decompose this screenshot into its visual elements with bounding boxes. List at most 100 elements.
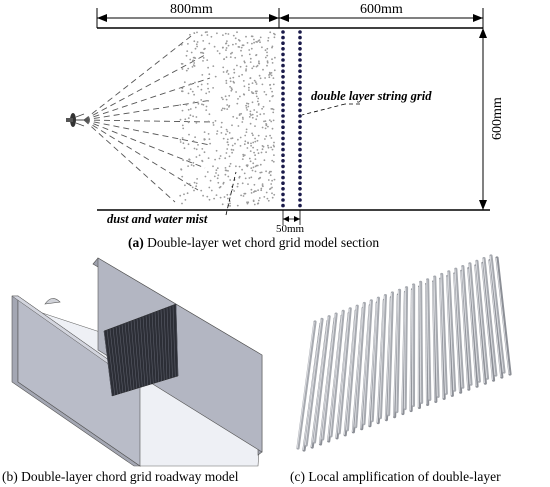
mist-particle xyxy=(226,104,229,106)
grid-string-dot xyxy=(298,75,302,79)
grid-rod xyxy=(378,294,387,420)
mist-particle xyxy=(249,122,252,125)
mist-particle xyxy=(267,37,270,39)
mist-particle xyxy=(238,176,241,179)
mist-particle xyxy=(248,49,251,51)
mist-particle xyxy=(245,69,247,72)
mist-particle xyxy=(205,105,208,108)
mist-particle xyxy=(266,61,269,64)
arrowhead xyxy=(269,14,279,22)
mist-particle xyxy=(239,145,242,147)
mist-particle xyxy=(225,56,228,59)
mist-particle xyxy=(227,33,230,35)
grid-rod xyxy=(474,264,487,385)
mist-particle xyxy=(200,189,203,192)
mist-particle xyxy=(181,109,184,112)
mist-particle xyxy=(242,155,245,158)
mist-particle xyxy=(249,77,252,80)
mist-particle xyxy=(252,166,255,169)
mist-particle xyxy=(241,121,244,123)
mist-particle xyxy=(252,200,255,203)
panel-b-roadway-model: (b) Double-layer chord grid roadway mode… xyxy=(2,257,263,484)
mist-particle xyxy=(213,175,216,178)
mist-particle xyxy=(237,182,239,185)
mist-particle xyxy=(254,158,257,161)
mist-particle xyxy=(262,105,265,108)
mist-particle xyxy=(245,104,248,107)
mist-particle xyxy=(236,31,238,34)
mist-particle xyxy=(257,97,260,100)
mist-particle xyxy=(208,42,211,45)
mist-particle xyxy=(266,64,268,67)
mist-particle xyxy=(201,148,204,150)
grid-rod xyxy=(296,320,317,450)
mist-particle xyxy=(194,81,196,84)
mist-particle xyxy=(216,130,219,133)
mist-particle xyxy=(202,194,205,197)
mist-particle xyxy=(274,56,276,59)
chord-grid-line xyxy=(121,324,129,392)
mist-particle xyxy=(227,44,230,47)
grid-rod xyxy=(395,288,402,414)
mist-particle xyxy=(181,175,184,178)
mist-particle xyxy=(256,149,259,151)
mist-particle xyxy=(265,151,267,154)
chord-grid-line xyxy=(139,317,146,387)
mist-particle xyxy=(237,125,240,127)
mist-particle xyxy=(234,56,237,59)
mist-particle xyxy=(212,121,215,124)
mist-particle xyxy=(194,47,197,50)
mist-particle xyxy=(196,45,199,48)
mist-particle xyxy=(251,101,254,104)
mist-particle xyxy=(241,54,243,57)
grid-string-dot xyxy=(298,142,302,146)
spray-ray xyxy=(83,54,206,121)
dim-label-50: 50mm xyxy=(276,223,305,235)
grid-string-dot xyxy=(281,108,285,113)
mist-particle xyxy=(231,144,234,147)
chord-grid-lines xyxy=(103,303,179,397)
mist-particle xyxy=(255,190,257,193)
mist-particle xyxy=(256,115,259,117)
mist-particle xyxy=(195,148,198,151)
grid-string-dot xyxy=(281,181,285,185)
grid-string-dot xyxy=(281,91,285,96)
mist-particle xyxy=(249,160,252,163)
grid-rod xyxy=(329,309,345,438)
mist-particle xyxy=(247,105,250,108)
mist-particle xyxy=(234,142,236,145)
mist-particle xyxy=(247,141,249,144)
mist-particle xyxy=(226,40,228,42)
mist-particle xyxy=(257,104,260,106)
mist-particle xyxy=(250,176,253,179)
mist-particle xyxy=(270,183,273,185)
mist-particle xyxy=(221,203,224,206)
mist-particle xyxy=(187,67,190,70)
grid-rod xyxy=(411,283,416,407)
mist-particle xyxy=(206,195,209,198)
mist-particle xyxy=(273,193,276,196)
mist-particle xyxy=(204,47,206,50)
mist-particle xyxy=(263,120,265,123)
mist-particle xyxy=(207,157,210,160)
grid-string-dot xyxy=(281,142,285,146)
mist-particle xyxy=(263,113,265,115)
mist-particle xyxy=(237,98,239,100)
mist-particle xyxy=(226,193,229,196)
mist-particle xyxy=(254,125,256,127)
mist-particle xyxy=(192,115,195,118)
mist-particle xyxy=(190,51,193,54)
mist-particle xyxy=(249,61,252,63)
spray-ray xyxy=(83,32,196,121)
chord-grid-line xyxy=(151,312,157,383)
leader-line xyxy=(301,103,346,116)
mist-particle xyxy=(245,68,248,70)
mist-particle xyxy=(193,147,196,150)
mist-particle xyxy=(192,140,195,142)
mist-particle xyxy=(254,165,257,168)
mist-particle xyxy=(261,148,264,151)
mist-particle xyxy=(268,119,271,121)
mist-particle xyxy=(230,137,233,140)
mist-particle xyxy=(225,128,228,131)
mist-particle xyxy=(264,49,267,52)
